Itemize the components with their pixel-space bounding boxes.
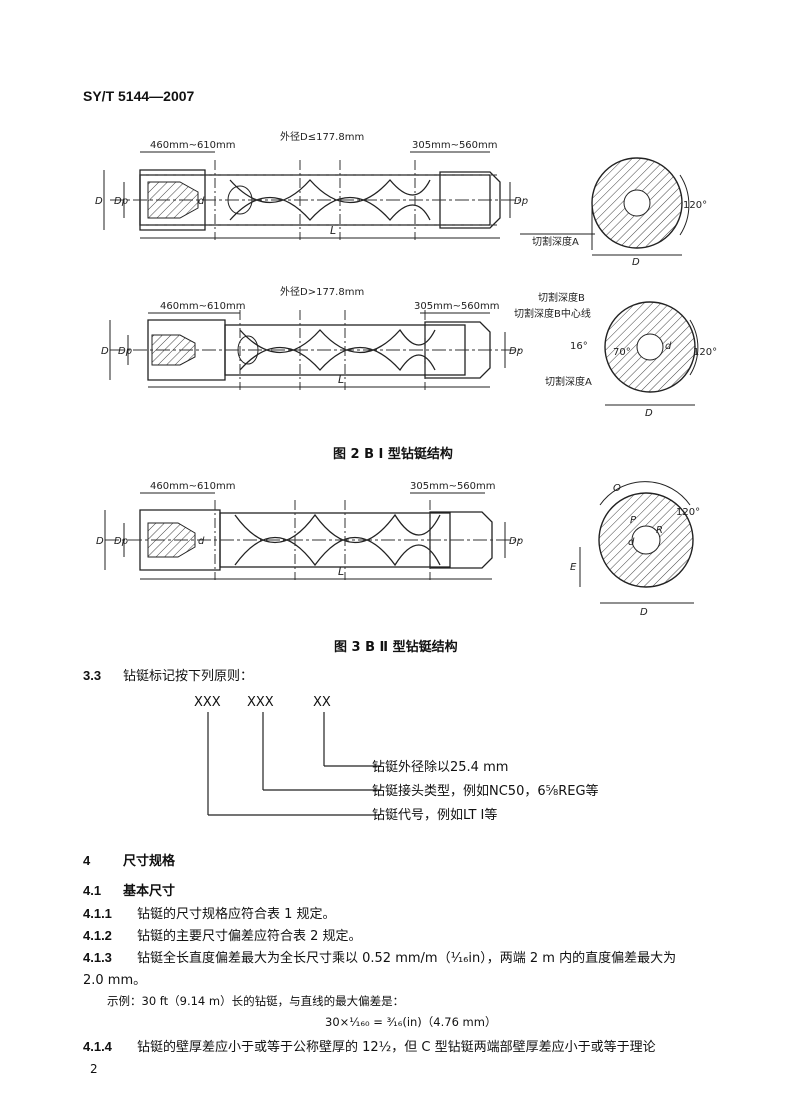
- fig-mid-L: L: [338, 373, 344, 386]
- p-4-1-1-number: 4.1.1: [83, 906, 112, 921]
- fig-bot-L: L: [338, 565, 344, 578]
- fig-mid-right-dim: 305mm~560mm: [414, 301, 500, 312]
- marking-code-2: XXX: [247, 695, 274, 710]
- paragraph-4-1-1: 4.1.1 钻铤的尺寸规格应符合表 1 规定。: [83, 903, 336, 922]
- fig-bot-d: d: [198, 536, 205, 547]
- p-4-1-4-text: 钻铤的壁厚差应小于或等于公称壁厚的 12½，但 C 型钻铤两端部壁厚差应小于或等…: [137, 1040, 656, 1055]
- p-4-1-3-line1: 钻铤全长直度偏差最大为全长尺寸乘以 0.52 mm/m（¹⁄₁₆in），两端 2…: [137, 951, 677, 966]
- paragraph-4-1-3: 4.1.3 钻铤全长直度偏差最大为全长尺寸乘以 0.52 mm/m（¹⁄₁₆in）…: [83, 947, 676, 966]
- fig-top-section-D: D: [632, 257, 640, 268]
- standard-number: SY/T 5144—2007: [83, 88, 195, 104]
- fig-mid-section-d: d: [665, 341, 672, 352]
- section-4-1-heading: 4.1 基本尺寸: [83, 880, 175, 899]
- fig-top-D: D: [95, 196, 103, 207]
- fig-top-section-angle: 120°: [683, 200, 707, 211]
- p-4-1-2-number: 4.1.2: [83, 928, 112, 943]
- fig-bot-Dp-right: Dp: [509, 536, 523, 547]
- marking-desc-1: 钻铤代号，例如LT Ⅰ等: [372, 808, 498, 823]
- section-3-3-text: 钻铤标记按下列原则：: [123, 669, 254, 684]
- fig-bot-O: O: [613, 483, 621, 494]
- example-line-2: 30×¹⁄₁₆₀ = ³⁄₁₆(in)（4.76 mm）: [325, 1015, 497, 1029]
- marking-desc-2: 钻铤接头类型，例如NC50，6⅝REG等: [372, 784, 599, 799]
- fig-bot-left-dim: 460mm~610mm: [150, 481, 236, 492]
- p-4-1-3-number: 4.1.3: [83, 950, 112, 965]
- section-3-3-number: 3.3: [83, 668, 102, 683]
- fig-bot-Dp-left: Dp: [114, 536, 128, 547]
- section-4-1-title: 基本尺寸: [123, 884, 176, 899]
- fig-bot-right-dim: 305mm~560mm: [410, 481, 496, 492]
- section-4-heading: 4 尺寸规格: [83, 850, 175, 869]
- fig-mid-angle-120: 120°: [693, 347, 717, 358]
- fig-top-right-dim: 305mm~560mm: [412, 140, 498, 151]
- fig-mid-section-D: D: [645, 408, 653, 419]
- section-4-number: 4: [83, 853, 91, 868]
- fig-mid-section-B: 切割深度B: [538, 291, 585, 304]
- marking-code-3: XX: [313, 695, 331, 710]
- fig-bot-angle: 120°: [676, 507, 700, 518]
- fig-top-Dp-left: Dp: [114, 196, 128, 207]
- marking-desc-3: 钻铤外径除以25.4 mm: [372, 760, 509, 775]
- fig-bot-E: E: [570, 562, 577, 573]
- fig-bot-P: P: [630, 515, 637, 526]
- marking-leader-lines: [207, 712, 380, 816]
- fig-mid-title-dim: 外径D>177.8mm: [280, 285, 364, 298]
- fig-mid-D: D: [101, 346, 109, 357]
- p-4-1-2-text: 钻铤的主要尺寸偏差应符合表 2 规定。: [137, 929, 362, 944]
- figure-top-drawing: 460mm~610mm 外径D≤177.8mm 305mm~560mm D Dp…: [95, 130, 707, 268]
- fig-bot-d-section: d: [628, 537, 635, 548]
- fig-mid-Dp-right: Dp: [509, 346, 523, 357]
- fig-top-Dp-right: Dp: [514, 196, 528, 207]
- fig-mid-angle-16: 16°: [570, 341, 588, 352]
- fig-top-L: L: [330, 224, 336, 237]
- fig-mid-angle-70: 70°: [613, 347, 631, 358]
- page-number: 2: [90, 1062, 98, 1076]
- fig-top-d: d: [198, 196, 205, 207]
- figure-2-caption: 图 2 B Ⅰ 型钻铤结构: [333, 447, 453, 462]
- example-line-1: 示例：30 ft（9.14 m）长的钻铤，与直线的最大偏差是：: [107, 994, 405, 1008]
- fig-mid-section-A: 切割深度A: [545, 375, 592, 388]
- section-3-3: 3.3 钻铤标记按下列原则：: [83, 665, 253, 684]
- fig-bot-R: R: [656, 525, 663, 536]
- p-4-1-4-number: 4.1.4: [83, 1039, 112, 1054]
- section-4-title: 尺寸规格: [123, 854, 176, 869]
- fig-mid-section-B-center: 切割深度B中心线: [514, 307, 591, 320]
- paragraph-4-1-4: 4.1.4 钻铤的壁厚差应小于或等于公称壁厚的 12½，但 C 型钻铤两端部壁厚差…: [83, 1036, 656, 1055]
- figure-bottom-drawing: 460mm~610mm 305mm~560mm D Dp d Dp L O P …: [96, 481, 700, 618]
- fig-top-section-A: 切割深度A: [532, 235, 579, 248]
- p-4-1-1-text: 钻铤的尺寸规格应符合表 1 规定。: [137, 907, 336, 922]
- fig-mid-left-dim: 460mm~610mm: [160, 301, 246, 312]
- p-4-1-3-line2: 2.0 mm。: [83, 973, 147, 988]
- figure-3-caption: 图 3 B Ⅱ 型钻铤结构: [334, 640, 458, 655]
- section-4-1-number: 4.1: [83, 883, 102, 898]
- figure-mid-drawing: 460mm~610mm 外径D>177.8mm 305mm~560mm D Dp…: [101, 285, 717, 419]
- fig-mid-Dp-left: Dp: [118, 346, 132, 357]
- fig-bot-D: D: [96, 536, 104, 547]
- marking-code-1: XXX: [194, 695, 221, 710]
- fig-top-left-dim: 460mm~610mm: [150, 140, 236, 151]
- fig-top-title-dim: 外径D≤177.8mm: [280, 130, 364, 143]
- paragraph-4-1-2: 4.1.2 钻铤的主要尺寸偏差应符合表 2 规定。: [83, 925, 362, 944]
- fig-bot-section-D: D: [640, 607, 648, 618]
